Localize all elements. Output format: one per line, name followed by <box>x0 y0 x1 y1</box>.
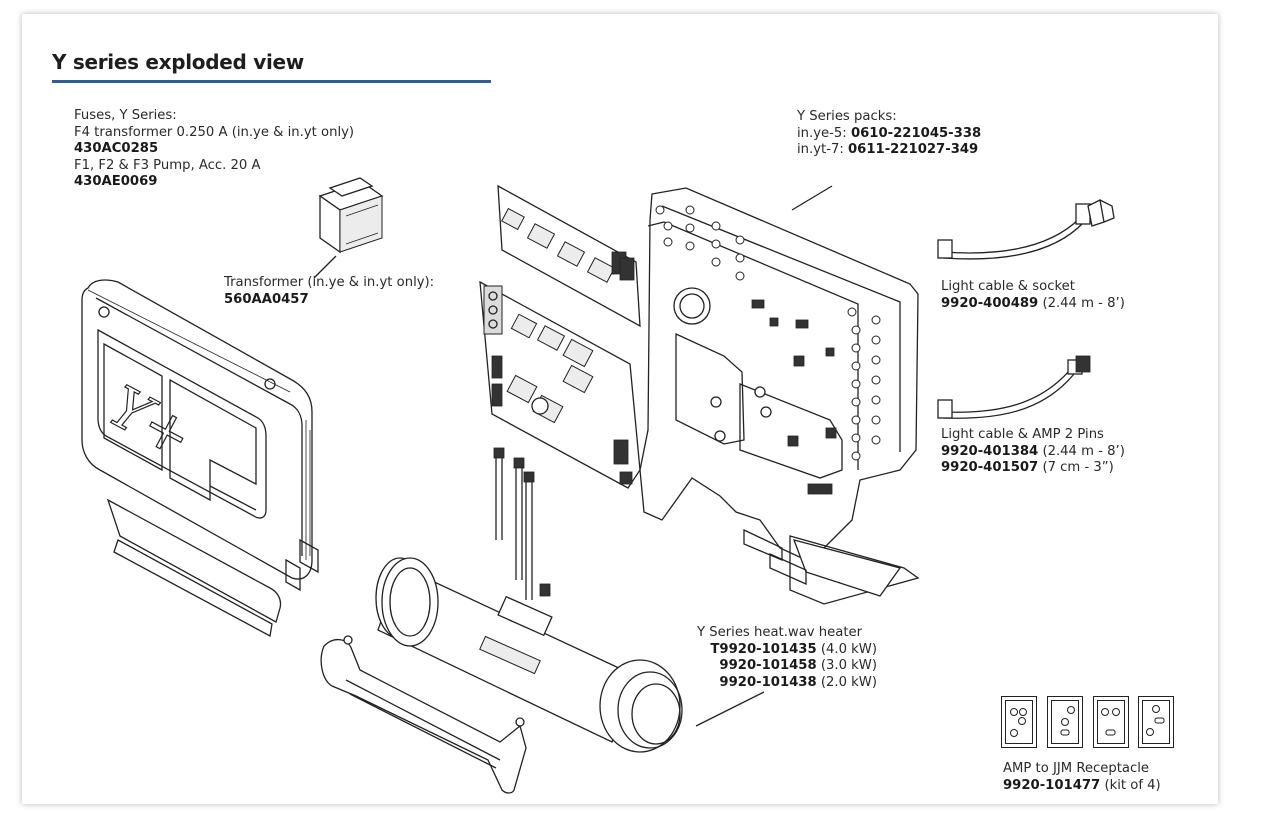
yt-pack-label: in.yt-7: <box>797 142 844 157</box>
fuses-heading: Fuses, Y Series: <box>74 108 177 123</box>
title-underline <box>52 80 491 83</box>
transformer-description: Transformer (in.ye & in.yt only): <box>224 275 435 290</box>
ye-pack-part-number: 0610-221045-338 <box>850 125 982 141</box>
receptacle-part-number: 9920-101477 <box>1003 777 1101 793</box>
heater-drawing <box>375 557 765 753</box>
light-socket-description: Light cable & socket <box>941 279 1075 294</box>
receptacle-icon <box>1047 696 1083 748</box>
heater-part-number: T9920-101435 <box>710 641 817 657</box>
receptacle-icon <box>1001 696 1037 748</box>
light-socket-callout: Light cable & socket 9920-400489 (2.44 m… <box>941 279 1125 312</box>
heater-bracket-drawing <box>320 635 527 794</box>
receptacle-icon <box>1138 696 1174 748</box>
transformer-part-number: 560AA0457 <box>224 291 309 307</box>
heater-part-number: 9920-101438 <box>719 674 817 690</box>
light-cable-socket-drawing <box>937 199 1115 260</box>
light-amp-part-number-2: 9920-401507 <box>941 460 1039 475</box>
transformer-callout: Transformer (in.ye & in.yt only): 560AA0… <box>224 275 434 308</box>
heater-description: Y Series heat.wav heater <box>697 625 863 640</box>
light-socket-length: (2.44 m - 8’) <box>1042 295 1125 311</box>
control-cover-drawing: Y+ <box>81 279 319 638</box>
circuit-boards-drawing <box>479 184 641 600</box>
f4-fuse-description: F4 transformer 0.250 A (in.ye & in.yt on… <box>74 124 355 140</box>
pump-fuse-part-number: 430AE0069 <box>74 174 158 189</box>
packs-callout: Y Series packs: in.ye-5: 0610-221045-338… <box>797 109 981 159</box>
page-title: Y series exploded view <box>52 50 304 74</box>
heater-callout: Y Series heat.wav heater T9920-101435 (4… <box>697 625 877 691</box>
light-socket-part-number: 9920-400489 <box>941 295 1039 311</box>
heater-rating: (4.0 kW) <box>820 641 877 657</box>
light-amp-callout: Light cable & AMP 2 Pins 9920-401384 (2.… <box>941 427 1125 477</box>
f4-fuse-part-number: 430AC0285 <box>74 141 159 156</box>
pack-enclosure-drawing <box>639 185 920 605</box>
yt-pack-part-number: 0611-221027-349 <box>847 142 979 157</box>
light-amp-length-2: (7 cm - 3”) <box>1042 460 1114 475</box>
light-amp-part-number-1: 9920-401384 <box>941 443 1039 459</box>
packs-heading: Y Series packs: <box>797 109 897 124</box>
ye-pack-label: in.ye-5: <box>797 125 847 141</box>
light-amp-description: Light cable & AMP 2 Pins <box>941 427 1104 442</box>
receptacle-callout: AMP to JJM Receptacle 9920-101477 (kit o… <box>1003 761 1161 794</box>
transformer-drawing <box>313 177 384 279</box>
light-cable-amp-drawing <box>937 355 1091 419</box>
heater-rating: (2.0 kW) <box>820 674 877 690</box>
receptacle-quantity: (kit of 4) <box>1104 777 1161 793</box>
heater-rating: (3.0 kW) <box>820 658 877 673</box>
receptacle-description: AMP to JJM Receptacle <box>1003 761 1150 776</box>
heater-part-number: 9920-101458 <box>719 658 817 673</box>
light-amp-length-1: (2.44 m - 8’) <box>1042 443 1125 459</box>
fuses-callout: Fuses, Y Series: F4 transformer 0.250 A … <box>74 108 354 191</box>
pump-fuse-description: F1, F2 & F3 Pump, Acc. 20 A <box>74 157 261 173</box>
receptacle-icon <box>1093 696 1129 748</box>
